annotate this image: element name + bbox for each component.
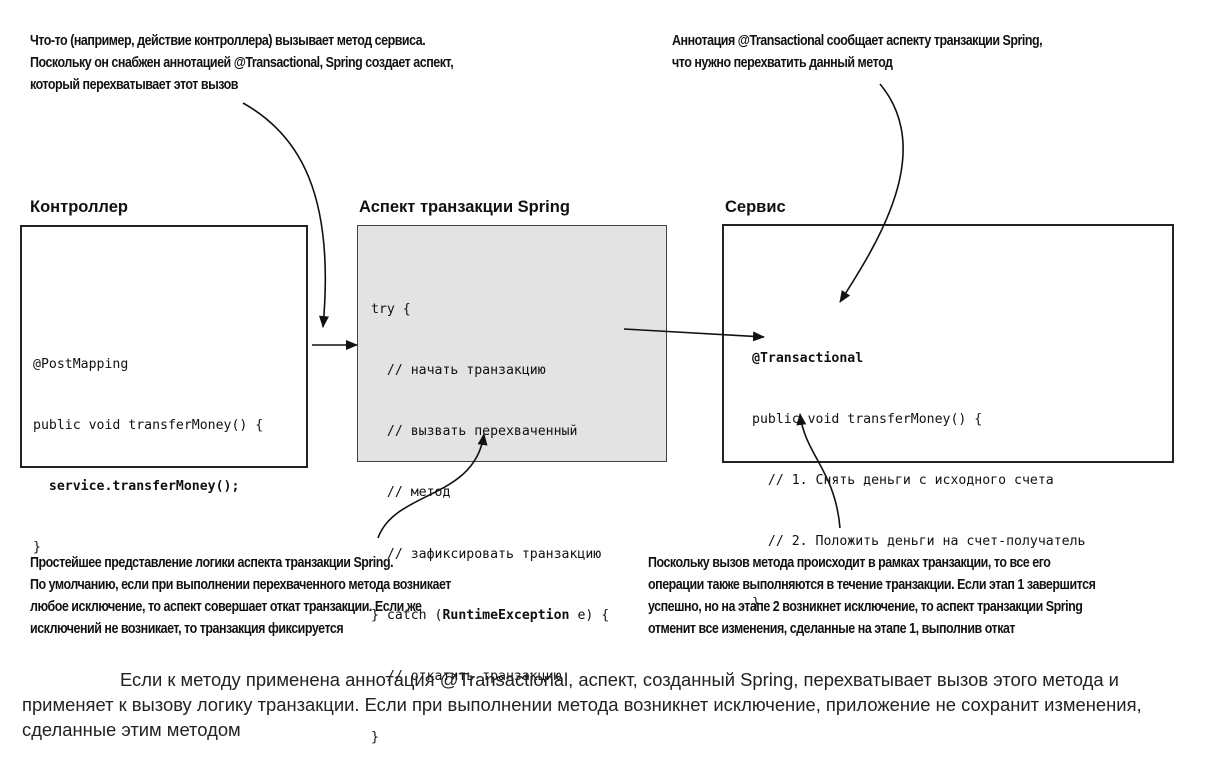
- service-heading: Сервис: [725, 198, 786, 216]
- controller-box: [20, 225, 308, 468]
- annotation-arrow-top-left: [242, 102, 329, 328]
- controller-code-line: service.transferMoney();: [33, 479, 240, 495]
- runtime-exception: RuntimeException: [442, 607, 570, 623]
- annotation-controller-call: Что-то (например, действие контроллера) …: [30, 33, 454, 93]
- aspect-code-line: } catch (RuntimeException e) {: [371, 606, 609, 626]
- arrow-aspect-to-service: [623, 328, 765, 342]
- controller-code-line: }: [33, 540, 41, 556]
- aspect-box: [357, 225, 667, 462]
- service-code-line: public void transferMoney() {: [752, 412, 983, 428]
- aspect-code-line: // вызвать перехваченный: [371, 424, 578, 440]
- annotation-arrow-bottom-right: [796, 413, 841, 529]
- service-code-line: }: [752, 595, 760, 611]
- aspect-code-line: // откатить транзакцию: [371, 669, 562, 685]
- annotation-aspect-logic: Простейшее представление логики аспекта …: [30, 555, 451, 637]
- annotation-arrow-bottom-left: [377, 433, 488, 539]
- controller-code-line: public void transferMoney() {: [33, 418, 264, 434]
- service-code-line: @Transactional: [752, 350, 864, 366]
- annotation-transactional: Аннотация @Transactional сообщает аспект…: [672, 33, 1043, 71]
- catch-open: } catch (: [371, 607, 443, 623]
- service-code-line: // 2. Положить деньги на счет-получатель: [752, 534, 1086, 550]
- service-code-line: // 1. Снять деньги с исходного счета: [752, 473, 1054, 489]
- service-code: @Transactional public void transferMoney…: [752, 308, 1085, 635]
- aspect-code-line: // зафиксировать транзакцию: [371, 546, 602, 562]
- figure-caption: Если к методу применена аннотация @Trans…: [22, 669, 1142, 740]
- annotation-service-transaction: Поскольку вызов метода происходит в рамк…: [648, 555, 1096, 637]
- aspect-code-line: try {: [371, 301, 411, 317]
- aspect-heading: Аспект транзакции Spring: [359, 198, 570, 216]
- controller-heading: Контроллер: [30, 198, 128, 216]
- aspect-code-line: }: [371, 730, 379, 746]
- catch-close: e) {: [569, 607, 610, 623]
- annotation-arrow-top-right: [839, 83, 904, 303]
- controller-code: @PostMapping public void transferMoney()…: [33, 314, 263, 579]
- aspect-code: try { // начать транзакцию // вызвать пе…: [371, 259, 609, 769]
- controller-code-line: @PostMapping: [33, 356, 129, 372]
- aspect-code-line: // начать транзакцию: [371, 363, 546, 379]
